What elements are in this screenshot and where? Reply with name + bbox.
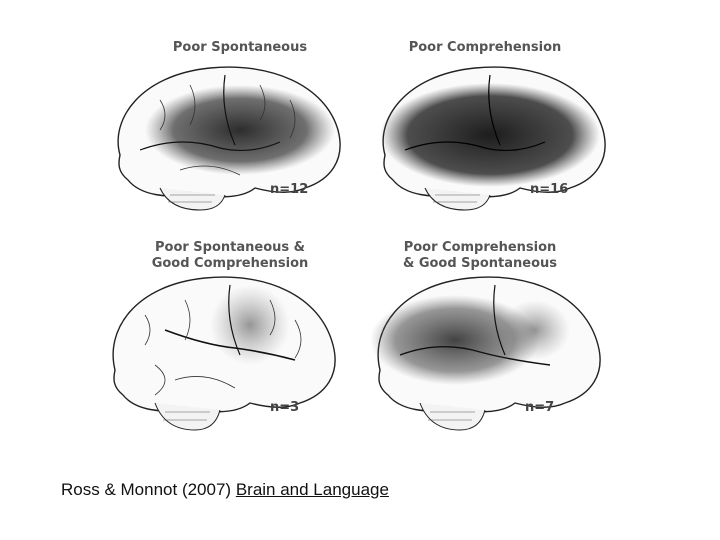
brain-diagram-poor-comprehension (380, 66, 606, 211)
count-poor-comprehension-good-spontaneous: n=7 (525, 400, 555, 415)
panel-title-poor-spontaneous-good-comprehension: Poor Spontaneous & Good Comprehension (151, 240, 309, 271)
citation-journal-link[interactable]: Brain and Language (235, 480, 389, 499)
panel-title-poor-spontaneous: Poor Spontaneous (172, 40, 308, 55)
panel-title-poor-comprehension: Poor Comprehension (408, 40, 562, 55)
count-poor-spontaneous: n=12 (270, 182, 309, 197)
panel-title-poor-comprehension-good-spontaneous: Poor Comprehension & Good Spontaneous (402, 240, 558, 271)
citation: Ross & Monnot (2007) Brain and Language (61, 480, 389, 500)
brain-diagram-poor-spontaneous-good-comprehension (112, 276, 336, 431)
citation-authors: Ross & Monnot (2007) (61, 480, 236, 499)
brain-diagram-poor-comprehension-good-spontaneous (370, 276, 601, 431)
count-poor-comprehension: n=16 (530, 182, 569, 197)
brain-diagram-poor-spontaneous (117, 66, 341, 211)
count-poor-spontaneous-good-comprehension: n=3 (270, 400, 300, 415)
